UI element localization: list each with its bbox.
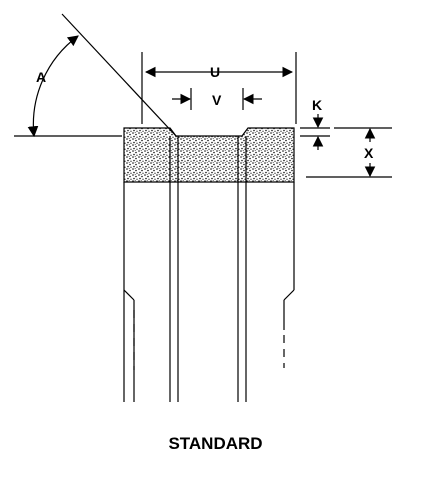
v-dimension <box>172 88 262 110</box>
u-label: U <box>210 64 220 80</box>
v-label: V <box>212 92 222 108</box>
hidden-lines <box>133 310 285 370</box>
u-dimension <box>141 52 297 124</box>
k-label: K <box>312 97 322 113</box>
abrasive-band <box>123 127 295 183</box>
angle-a-dimension <box>14 13 177 138</box>
wheel-body <box>123 136 295 402</box>
x-label: X <box>364 145 374 161</box>
angle-a-label: A <box>36 69 46 85</box>
k-dimension <box>300 114 330 150</box>
diagram-caption: STANDARD <box>168 434 263 453</box>
x-dimension <box>306 127 392 178</box>
